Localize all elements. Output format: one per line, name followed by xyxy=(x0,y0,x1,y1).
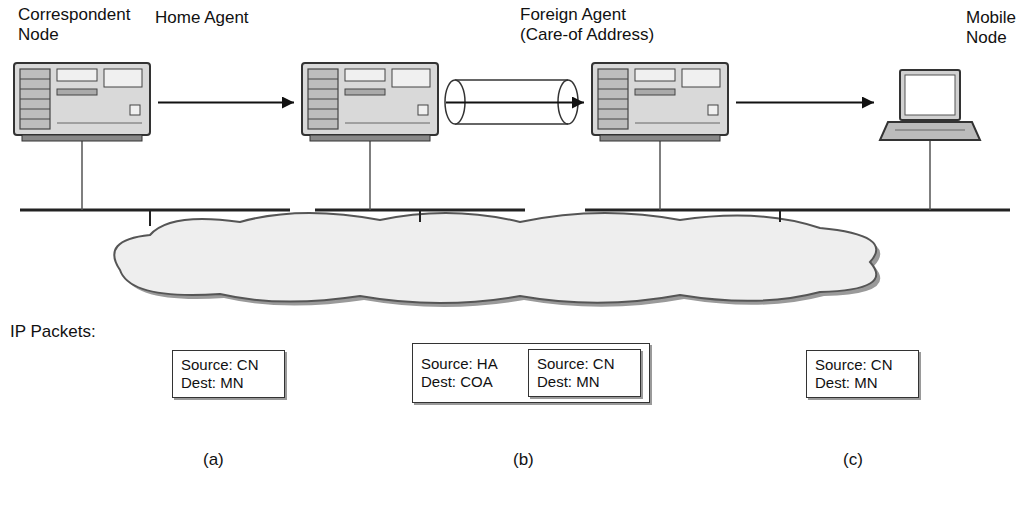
network-host: Correspondent Node xyxy=(12,55,152,150)
host-drop xyxy=(929,140,931,210)
packet-header: Source: CN Dest: MN xyxy=(815,356,910,392)
figure-tag: (b) xyxy=(513,450,534,470)
figure-tag: (a) xyxy=(203,450,224,470)
server-icon xyxy=(302,63,438,141)
server-icon xyxy=(14,63,150,141)
laptop-icon xyxy=(880,70,980,140)
ip-packet: Source: CN Dest: MN xyxy=(806,350,919,398)
packet-header: Source: CN Dest: MN xyxy=(181,356,276,392)
host-label: Correspondent Node xyxy=(18,5,148,44)
ip-packet: Source: CN Dest: MN xyxy=(172,350,285,398)
network-host: Home Agent xyxy=(300,55,440,150)
packet-header: Source: HA Dest: COA xyxy=(421,355,516,391)
packet-header: Source: CN Dest: MN xyxy=(537,355,632,391)
section-label: IP Packets: xyxy=(10,322,96,342)
link-stem xyxy=(779,210,781,222)
network-host: Foreign Agent (Care-of Address) xyxy=(590,55,730,150)
host-label: Foreign Agent (Care-of Address) xyxy=(520,5,670,44)
ip-packet: Source: HA Dest: COA Source: CN Dest: MN xyxy=(412,343,650,403)
link-stem xyxy=(149,210,151,226)
host-label: Home Agent xyxy=(155,8,295,28)
host-drop xyxy=(659,141,661,210)
network-host: Mobile Node xyxy=(880,65,980,150)
figure-tag: (c) xyxy=(843,450,863,470)
host-drop xyxy=(81,141,83,210)
flow-arrow xyxy=(736,102,874,104)
link-stem xyxy=(419,210,421,222)
server-icon xyxy=(592,63,728,141)
flow-arrow xyxy=(446,102,584,104)
host-drop xyxy=(369,141,371,210)
host-label: Mobile Node xyxy=(966,8,1026,47)
inner-packet: Source: CN Dest: MN xyxy=(528,349,641,397)
network-cloud xyxy=(114,213,876,303)
lan-segment xyxy=(585,209,1010,212)
lan-segment xyxy=(20,209,290,212)
flow-arrow xyxy=(158,102,294,104)
lan-segment xyxy=(315,209,525,212)
